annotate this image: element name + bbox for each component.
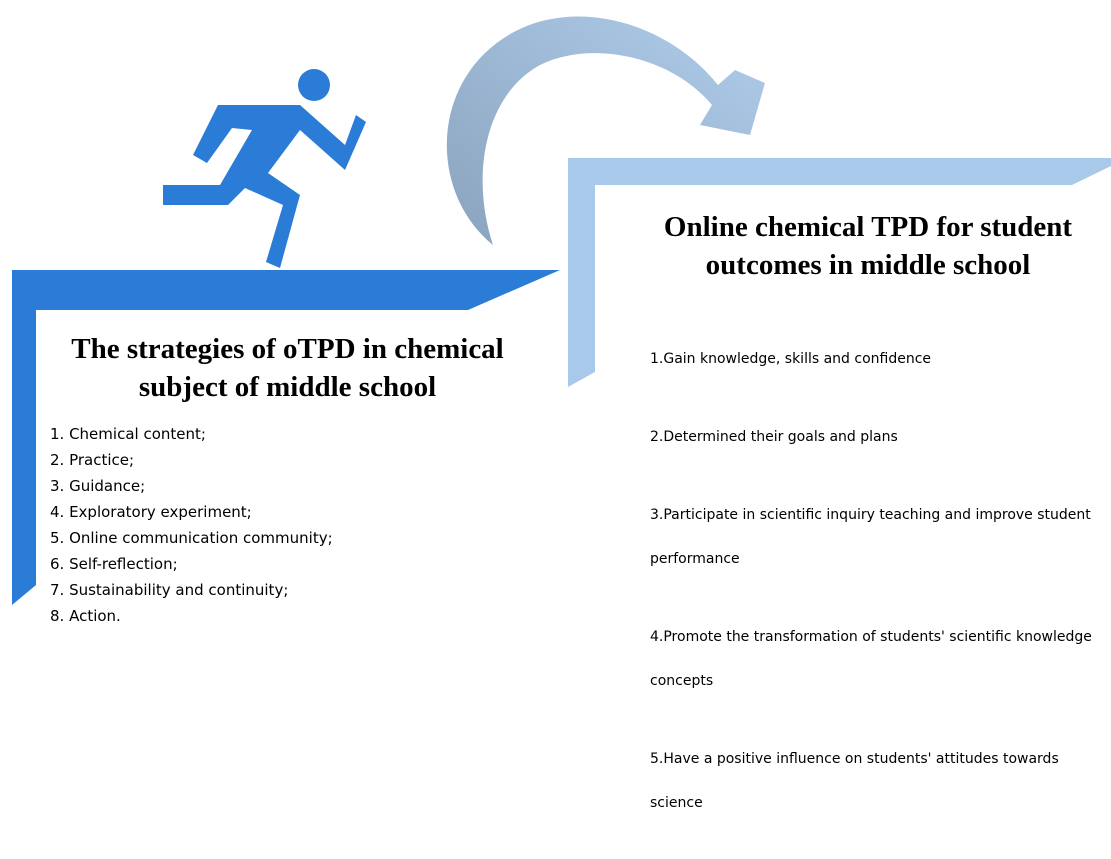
strategies-list: 1. Chemical content; 2. Practice; 3. Gui… bbox=[50, 421, 333, 629]
diagram-shapes bbox=[12, 16, 1111, 605]
outcomes-list: 1.Gain knowledge, skills and confidence … bbox=[650, 337, 1095, 859]
left-section-title: The strategies of oTPD in chemical subje… bbox=[71, 333, 504, 404]
list-item: 6. Self-reflection; bbox=[50, 555, 178, 573]
list-item: 3. Guidance; bbox=[50, 477, 146, 495]
curved-arrow-icon bbox=[446, 16, 765, 246]
running-person-icon bbox=[163, 69, 366, 268]
right-section-title: Online chemical TPD for student outcomes… bbox=[663, 211, 1073, 282]
list-item: 1. Chemical content; bbox=[50, 425, 206, 443]
list-item: 3.Participate in scientific inquiry teac… bbox=[650, 507, 1091, 567]
right-step-shape bbox=[568, 158, 1111, 387]
list-item: 4.Promote the transformation of students… bbox=[650, 629, 1092, 689]
left-step-shape bbox=[12, 270, 560, 605]
list-item: 5. Online communication community; bbox=[50, 529, 333, 547]
list-item: 1.Gain knowledge, skills and confidence bbox=[650, 351, 932, 367]
list-item: 2.Determined their goals and plans bbox=[650, 429, 898, 445]
list-item: 2. Practice; bbox=[50, 451, 135, 469]
list-item: 7. Sustainability and continuity; bbox=[50, 581, 289, 599]
list-item: 5.Have a positive influence on students'… bbox=[650, 751, 1059, 811]
list-item: 4. Exploratory experiment; bbox=[50, 503, 252, 521]
list-item: 8. Action. bbox=[50, 607, 121, 625]
